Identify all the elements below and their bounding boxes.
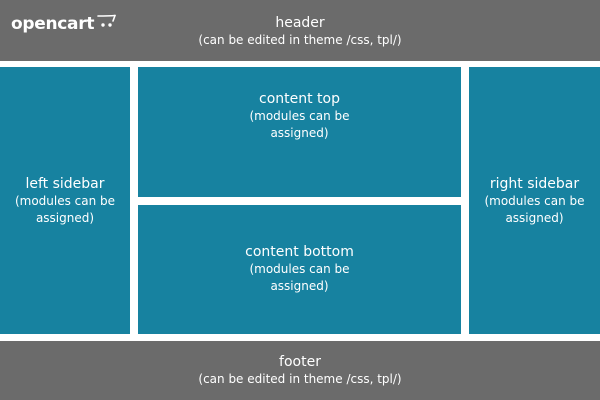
content-bottom-region: content bottom (modules can be assigned) bbox=[138, 205, 461, 334]
header-subtitle: (can be edited in theme /css, tpl/) bbox=[198, 33, 402, 47]
left-sidebar-title: left sidebar bbox=[25, 175, 105, 192]
content-top-region: content top (modules can be assigned) bbox=[138, 67, 461, 197]
left-sidebar-region: left sidebar (modules can be assigned) bbox=[0, 67, 130, 334]
logo-text: opencart bbox=[11, 14, 95, 34]
opencart-logo: opencart bbox=[11, 13, 117, 34]
content-top-subtitle: (modules can be assigned) bbox=[249, 109, 350, 140]
header-region: opencart header (can be edited in theme … bbox=[0, 0, 600, 61]
content-top-title: content top bbox=[259, 91, 340, 107]
footer-region: footer (can be edited in theme /css, tpl… bbox=[0, 341, 600, 400]
cart-icon bbox=[97, 13, 117, 32]
content-bottom-title: content bottom bbox=[245, 244, 354, 260]
left-sidebar-subtitle: (modules can be assigned) bbox=[14, 193, 116, 225]
footer-subtitle: (can be edited in theme /css, tpl/) bbox=[198, 372, 402, 386]
content-bottom-subtitle: (modules can be assigned) bbox=[249, 262, 350, 293]
header-title: header bbox=[275, 15, 325, 31]
right-sidebar-subtitle: (modules can be assigned) bbox=[484, 193, 585, 225]
right-sidebar-region: right sidebar (modules can be assigned) bbox=[469, 67, 600, 334]
right-sidebar-title: right sidebar bbox=[489, 175, 580, 192]
footer-title: footer bbox=[279, 354, 321, 370]
